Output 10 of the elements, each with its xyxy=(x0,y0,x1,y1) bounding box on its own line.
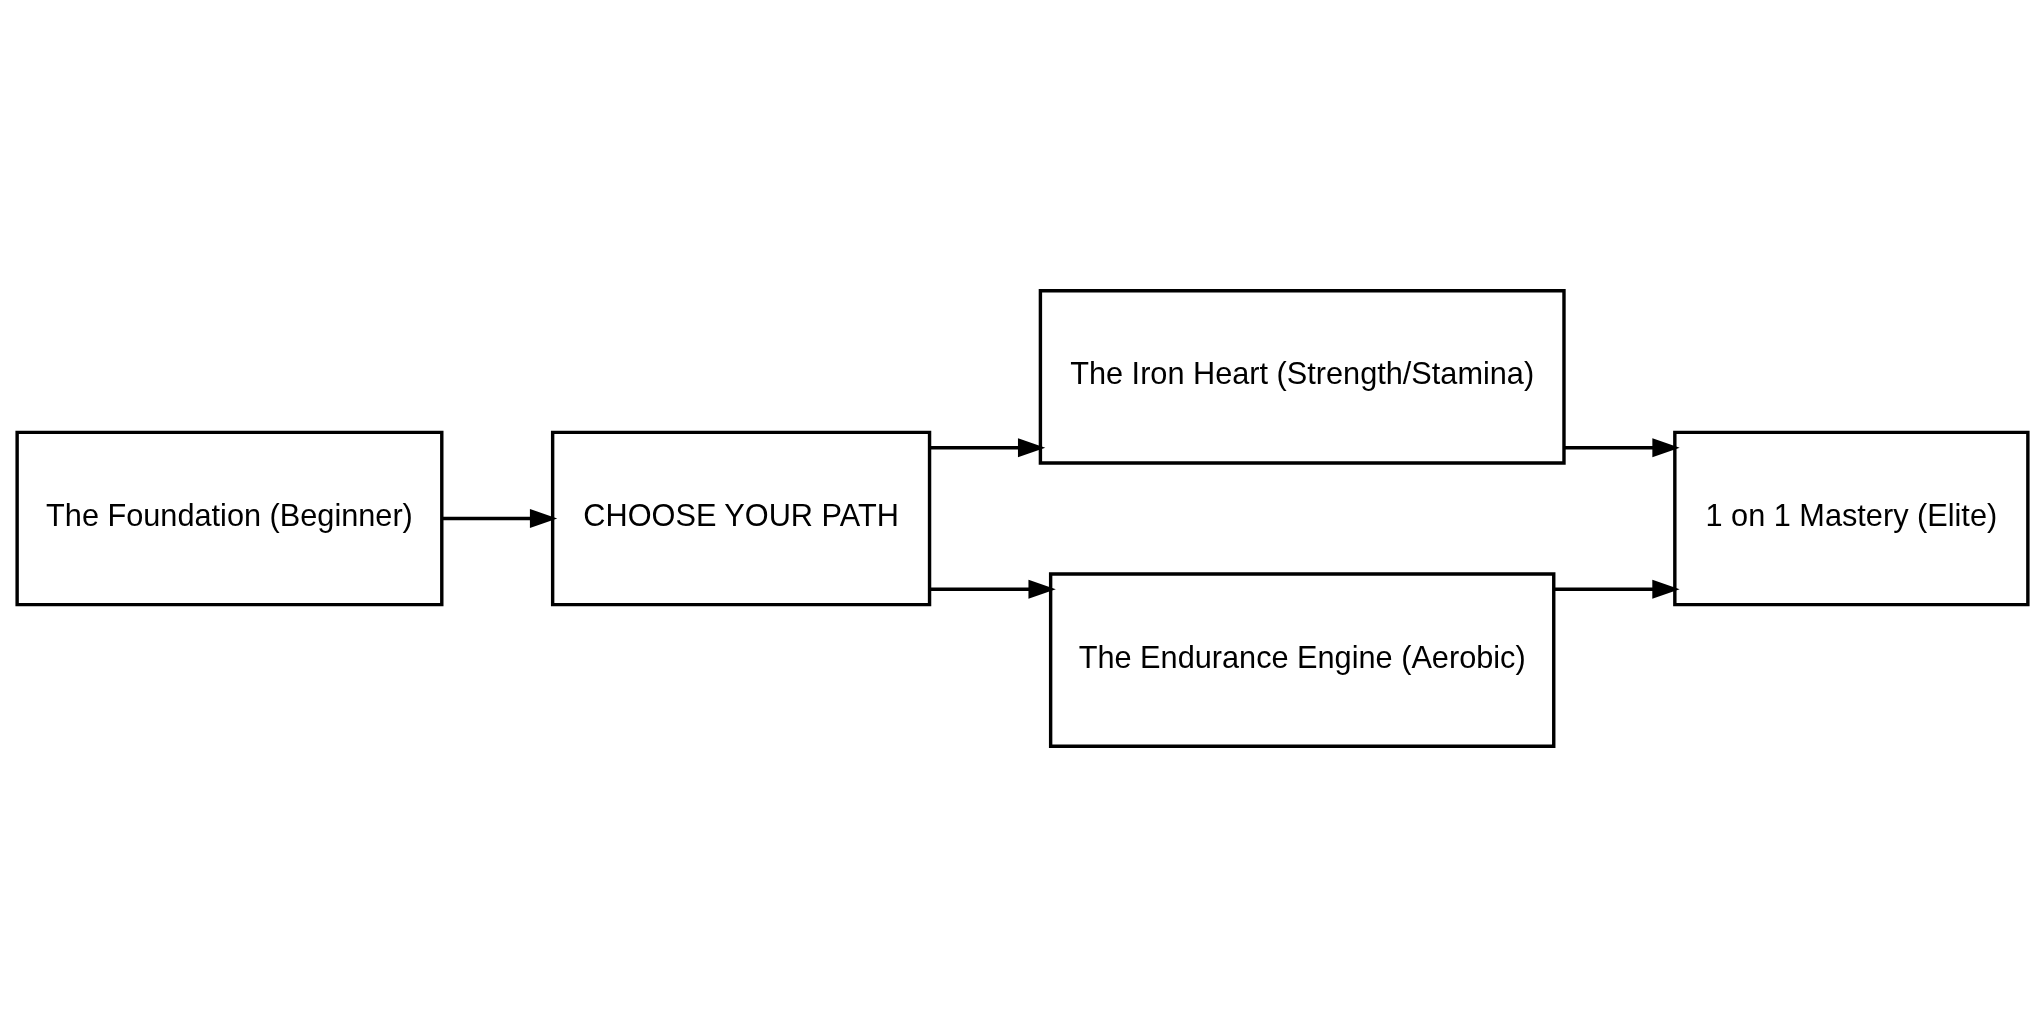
node-box: The Endurance Engine (Aerobic) xyxy=(1048,571,1555,748)
arrow xyxy=(441,508,557,528)
node-box: CHOOSE YOUR PATH xyxy=(550,430,931,606)
node-box: 1 on 1 Mastery (Elite) xyxy=(1672,430,2030,606)
node-box: The Foundation (Beginner) xyxy=(14,430,443,606)
arrow xyxy=(929,579,1056,599)
arrow xyxy=(1564,437,1680,457)
arrow xyxy=(929,437,1045,457)
arrow xyxy=(1553,579,1680,599)
node-box: The Iron Heart (Strength/Stamina) xyxy=(1038,288,1566,465)
